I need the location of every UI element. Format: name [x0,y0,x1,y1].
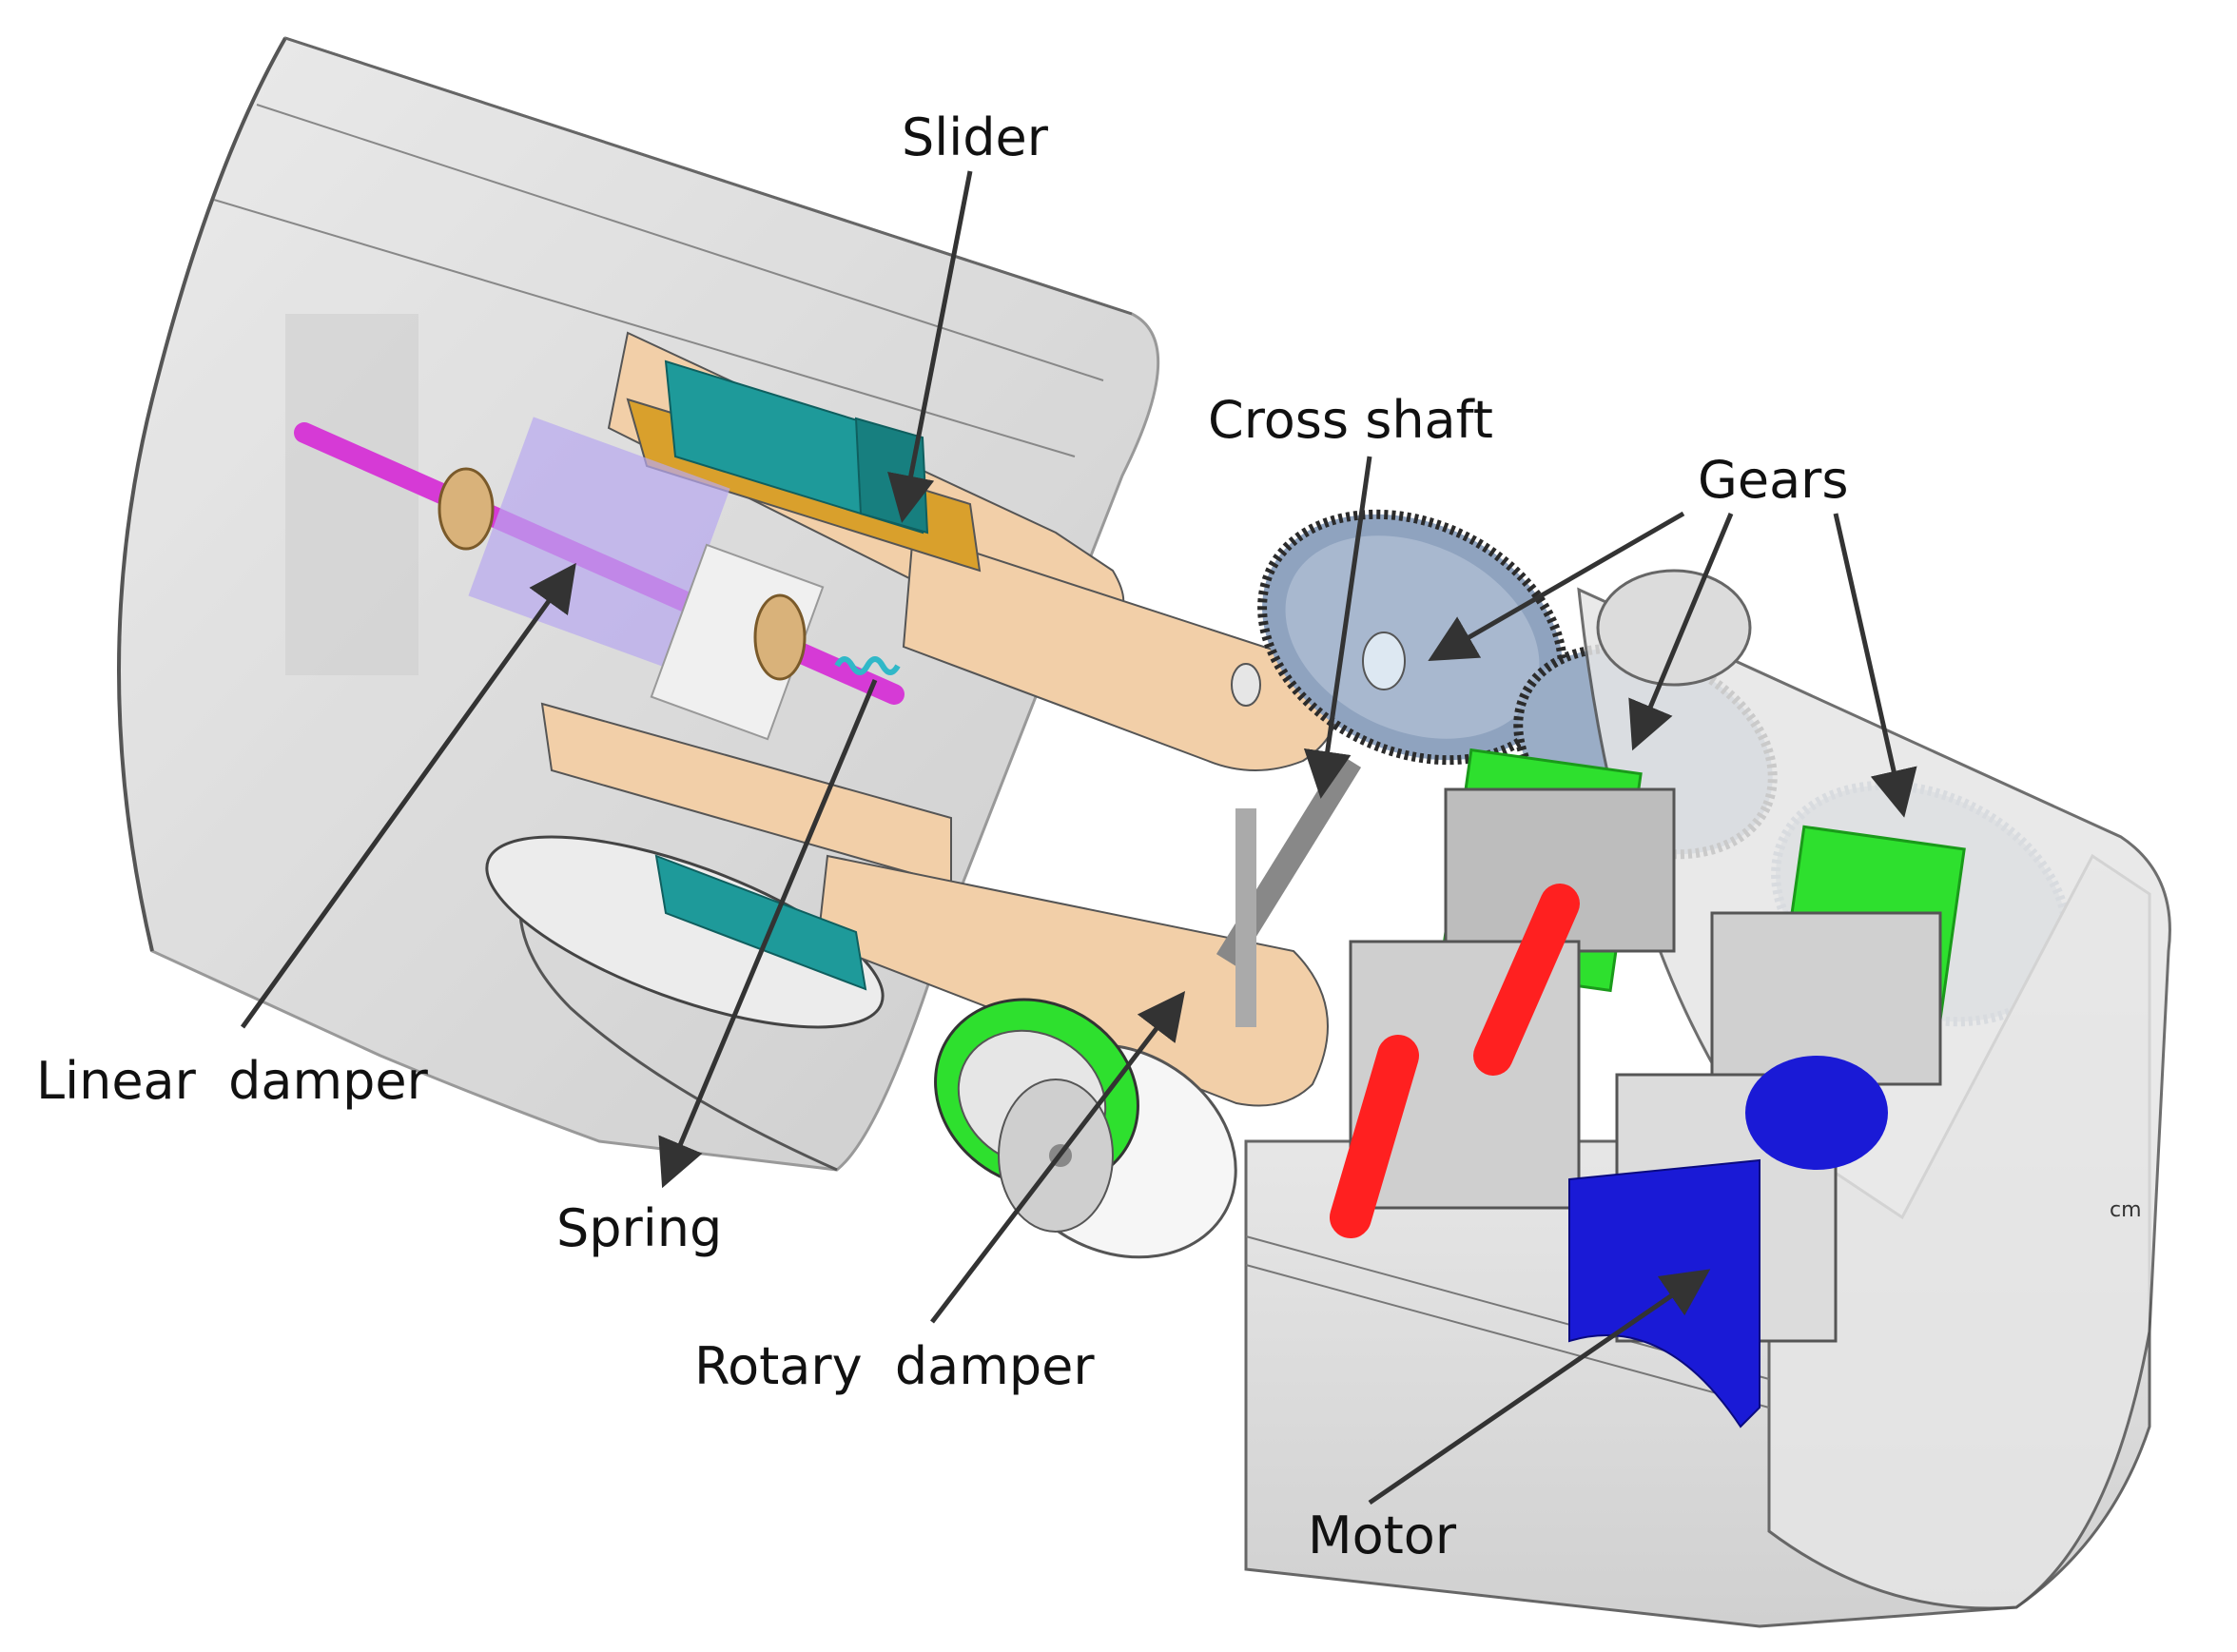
rotary-damper [934,998,1237,1259]
cross-shaft-arrow [1303,456,1372,799]
label-unit: cm [2110,1198,2142,1222]
spring-arrow [658,679,878,1189]
gears-arrow-1 [1428,511,1685,661]
drive-parts [1330,748,1966,1428]
slider-arrow [887,170,973,523]
gears-arrow-2 [1628,513,1734,751]
label-motor: Motor [1308,1506,1457,1565]
linear-damper-arrow [240,562,576,1029]
label-rotary-damper: Rotary damper [694,1336,1095,1396]
callout-arrows [240,170,1917,1506]
label-slider: Slider [902,107,1048,167]
label-linear-damper: Linear damper [36,1051,428,1111]
label-gears: Gears [1698,450,1849,510]
label-cross-shaft: Cross shaft [1208,390,1493,450]
gears-arrow-3 [1833,513,1917,818]
motor-arrow [1368,1269,1711,1506]
slider-assembly [626,360,982,991]
label-spring: Spring [556,1198,723,1258]
rotary-damper-arrow [930,991,1186,1324]
